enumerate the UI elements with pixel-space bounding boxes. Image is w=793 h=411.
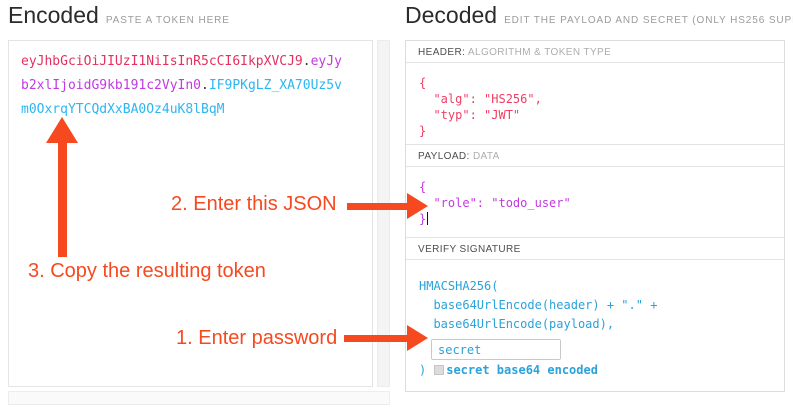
right-arrow-shaft (344, 335, 407, 342)
header-sublabel-text: ALGORITHM & TOKEN TYPE (467, 47, 612, 58)
base64-encoded-checkbox[interactable] (434, 365, 445, 375)
token-separator-dot: . (302, 54, 311, 69)
vertical-scrollbar-track (377, 40, 390, 387)
annotation-step2: 2. Enter this JSON (171, 193, 337, 215)
decoded-panel: HEADER: ALGORITHM & TOKEN TYPE { "alg": … (405, 40, 785, 392)
header-section-label: HEADER: ALGORITHM & TOKEN TYPE (406, 41, 784, 63)
signature-code-line: base64UrlEncode(payload), (419, 317, 615, 331)
payload-json-editor[interactable]: { "role": "todo_user" } (406, 167, 784, 238)
payload-json-line: "role": "todo_user" (419, 196, 571, 210)
up-arrow-shaft (58, 140, 67, 257)
secret-input[interactable] (431, 339, 561, 360)
signature-code-line: HMACSHA256( (419, 279, 499, 293)
header-json-line: "alg": "HS256", (419, 92, 542, 106)
token-header-part: eyJhbGciOiJIUzI1NiIsInR5cCI6IkpXVCJ9 (21, 54, 303, 69)
token-signature-part: IF9PKgLZ_XA70Uz5vm0OxrqYTCQdXxBA0Oz4uK8l… (21, 78, 342, 117)
token-payload-part: eyJyb2xlIjoidG9kb191c2VyIn0 (21, 54, 342, 93)
header-json-line: "typ": "JWT" (419, 108, 521, 122)
jwt-token-text[interactable]: eyJhbGciOiJIUzI1NiIsInR5cCI6IkpXVCJ9.eyJ… (21, 50, 347, 122)
signature-footer-row: ) secret base64 encoded (419, 363, 772, 377)
annotation-step1: 1. Enter password (176, 327, 338, 349)
base64-encoded-checkbox-label: secret base64 encoded (446, 363, 598, 377)
header-json-editor[interactable]: { "alg": "HS256", "typ": "JWT" } (406, 63, 784, 145)
decoded-title: Decoded (405, 2, 498, 28)
payload-sublabel-text: DATA (472, 151, 500, 162)
signature-code-line: base64UrlEncode(header) + "." + (419, 298, 658, 312)
up-arrow-icon (46, 117, 78, 143)
token-separator-dot: . (201, 78, 209, 93)
payload-json-line: } (419, 212, 427, 226)
right-arrow-icon (407, 193, 428, 219)
verify-signature-section-label: VERIFY SIGNATURE (406, 238, 784, 260)
right-arrow-shaft (347, 203, 407, 210)
payload-section-label: PAYLOAD: DATA (406, 145, 784, 167)
decoded-subtitle: EDIT THE PAYLOAD AND SECRET (ONLY HS256 … (504, 15, 793, 26)
closing-paren: ) (419, 363, 427, 377)
payload-label-text: PAYLOAD: (418, 151, 470, 162)
right-arrow-icon (407, 325, 428, 351)
horizontal-scrollbar-track (8, 391, 390, 405)
header-label-text: HEADER: (418, 47, 466, 58)
encoded-title: Encoded (8, 2, 99, 28)
verify-signature-block: HMACSHA256( base64UrlEncode(header) + ".… (406, 260, 784, 391)
payload-json-line: { (419, 180, 427, 194)
header-json-line: { (419, 76, 427, 90)
annotation-step3: 3. Copy the resulting token (28, 260, 266, 282)
encoded-token-editor[interactable]: eyJhbGciOiJIUzI1NiIsInR5cCI6IkpXVCJ9.eyJ… (8, 40, 373, 387)
header-json-line: } (419, 124, 427, 138)
verify-signature-label-text: VERIFY SIGNATURE (418, 244, 521, 255)
encoded-subtitle: PASTE A TOKEN HERE (105, 15, 230, 26)
